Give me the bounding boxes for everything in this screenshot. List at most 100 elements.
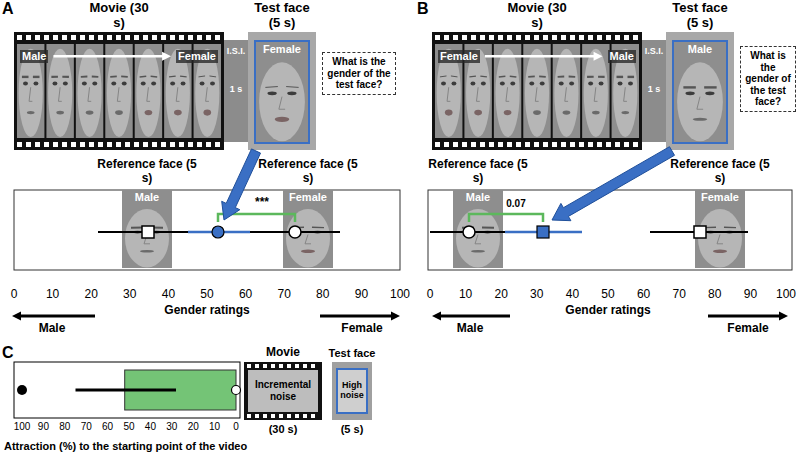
- face-eye: [510, 81, 515, 85]
- film-hole: [170, 142, 175, 147]
- arrow-line: [440, 315, 510, 318]
- film-hole: [35, 35, 40, 40]
- node-heading: Movie: [244, 346, 322, 360]
- axis-tick-label: 10: [209, 421, 220, 433]
- face-ground: [76, 44, 103, 138]
- axis-tick-label: 90: [355, 288, 368, 302]
- node-heading: Male: [674, 43, 726, 56]
- face-eye: [111, 81, 116, 85]
- noise-frame: [248, 370, 318, 412]
- isi-box: I.S.I. 1 s: [224, 40, 248, 142]
- face-brow: [33, 76, 40, 78]
- face-brow: [480, 76, 487, 78]
- film-hole: [255, 364, 259, 368]
- film-hole: [134, 35, 139, 40]
- data-dot: [232, 386, 241, 395]
- face-eye: [685, 91, 694, 95]
- face-brow: [704, 86, 716, 88]
- axis-tick-label: 100: [14, 421, 31, 433]
- rating-panel: [428, 190, 792, 270]
- face-eye: [599, 81, 604, 85]
- axis-tick-label: 90: [744, 288, 757, 302]
- face-mouth: [86, 110, 94, 114]
- face-mouth: [115, 110, 123, 115]
- film-hole: [303, 414, 307, 418]
- face-mouth: [56, 111, 64, 115]
- face-ground: [674, 58, 726, 142]
- question-box: What is the gender of the test face?: [740, 46, 796, 112]
- node-heading: Reference face (5 s): [97, 158, 197, 186]
- node-heading: Reference face (5 s): [258, 158, 358, 186]
- axis-tick-label: 20: [85, 288, 98, 302]
- face-ground: [105, 44, 132, 138]
- face-eye: [588, 81, 593, 85]
- face-brow: [140, 76, 147, 78]
- test-face-box: Male: [672, 40, 728, 144]
- axis-tick-label: 30: [166, 421, 177, 433]
- face-ground: [695, 190, 745, 268]
- film-hole: [489, 142, 494, 147]
- film-hole: [134, 142, 139, 147]
- face-eye: [287, 91, 296, 95]
- direction-label: Male: [39, 322, 66, 336]
- axis-tick-label: 10: [459, 288, 472, 302]
- arrow-head: [432, 312, 441, 321]
- face-nose: [624, 87, 627, 101]
- film-hole: [462, 142, 467, 147]
- face-mouth: [563, 110, 571, 114]
- film-hole: [215, 35, 220, 40]
- film-hole: [89, 142, 94, 147]
- face-eye: [569, 81, 574, 85]
- face-nose: [447, 87, 450, 101]
- face-eye: [122, 81, 127, 85]
- face-head: [259, 62, 305, 141]
- node-heading: Movie (30 s): [89, 1, 149, 31]
- face-head: [125, 209, 169, 267]
- film-hole: [606, 35, 611, 40]
- film-hole: [152, 35, 157, 40]
- axis-title: Attraction (%) to the starting point of …: [4, 440, 247, 453]
- face-brow: [683, 86, 695, 88]
- film-hole: [462, 35, 467, 40]
- face-ground: [695, 206, 745, 268]
- node-text: Incremental noise: [250, 379, 316, 402]
- test-face-panel: Test face (5 s)Female: [248, 0, 316, 150]
- face-head: [496, 49, 520, 137]
- film-hole: [570, 35, 575, 40]
- movie-strip: Movie (30 s)MaleFemale: [14, 0, 224, 150]
- face-mouth: [174, 110, 182, 116]
- face-brow: [169, 76, 176, 78]
- face-eye: [92, 81, 97, 85]
- face-brow: [539, 76, 546, 78]
- node-heading: What is the gender of the test face?: [743, 50, 793, 108]
- mean-marker: [212, 226, 224, 238]
- face-eye: [33, 81, 38, 85]
- arrow-head: [594, 52, 603, 61]
- test-ground: [666, 32, 734, 150]
- node-text: 1 s: [224, 84, 248, 94]
- face-eye: [500, 81, 505, 85]
- reference-face: Reference face (5 s)Male: [428, 158, 528, 270]
- face-eye: [170, 81, 175, 85]
- face-brow: [569, 76, 576, 78]
- film-hole: [480, 35, 485, 40]
- face-nose: [279, 97, 285, 110]
- movie-strip: MovieIncremental noise(30 s): [244, 346, 322, 438]
- node-heading: I.S.I.: [224, 46, 248, 56]
- film-hole: [588, 35, 593, 40]
- face-mouth: [445, 110, 453, 116]
- face-eye: [705, 91, 714, 95]
- block-arrow: [222, 149, 261, 220]
- face-eye: [267, 91, 276, 95]
- axis-title: Gender ratings: [565, 304, 650, 318]
- face-brow: [587, 76, 594, 78]
- face-brow: [92, 76, 99, 78]
- face-head: [48, 49, 72, 137]
- film-hole: [26, 35, 31, 40]
- face-eye: [451, 81, 456, 85]
- film-hole: [534, 142, 539, 147]
- reference-face: Reference face (5 s)Female: [258, 158, 358, 270]
- panel-letter: C: [2, 344, 14, 362]
- face-ground: [582, 44, 609, 138]
